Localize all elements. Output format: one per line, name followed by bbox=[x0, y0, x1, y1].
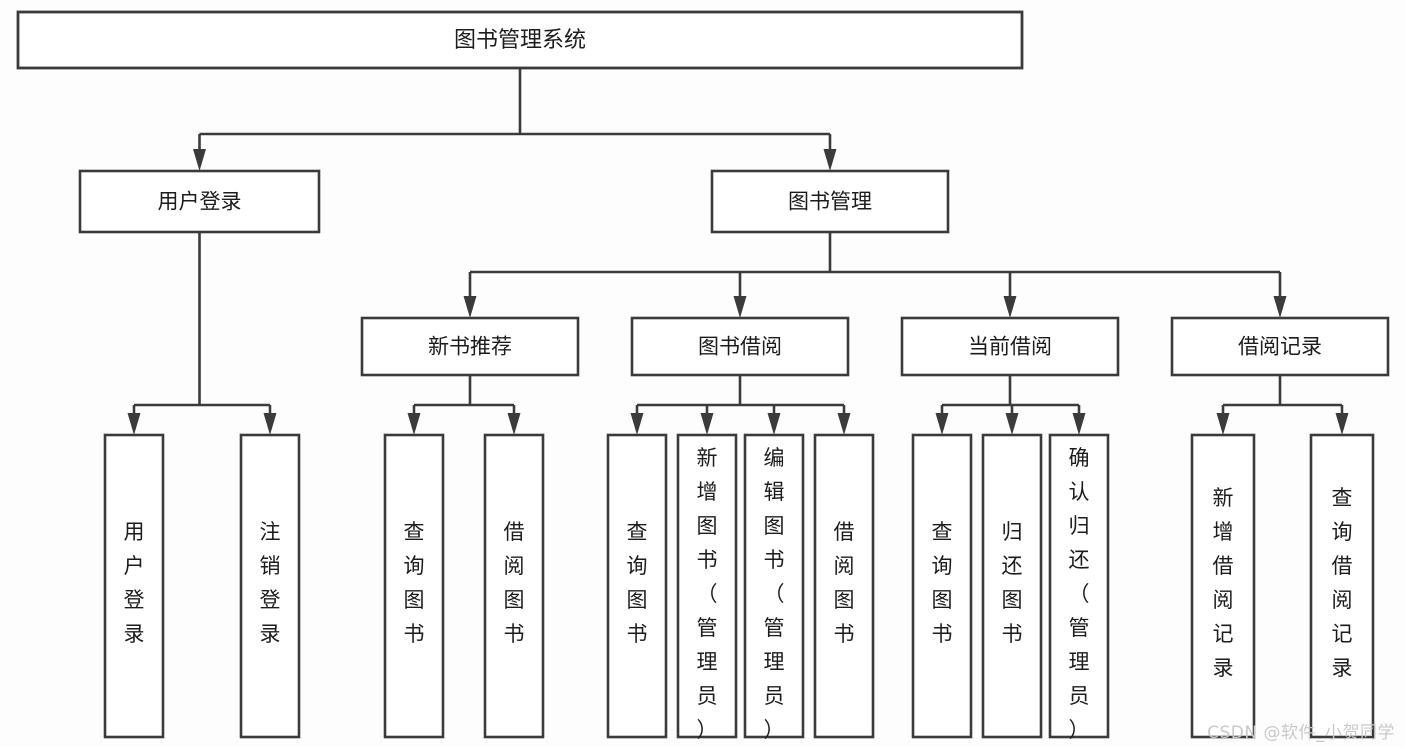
node-box[interactable] bbox=[606, 433, 668, 739]
node-label-vertical: 新增图书（管理员） bbox=[697, 446, 718, 742]
node-label-vertical: 借阅图书 bbox=[834, 520, 855, 646]
node-leaf-return-book[interactable]: 归还图书 bbox=[981, 433, 1043, 739]
node-box[interactable] bbox=[1190, 433, 1256, 739]
node-label-vertical: 查询借阅记录 bbox=[1332, 486, 1353, 680]
node-leaf-query-record[interactable]: 查询借阅记录 bbox=[1309, 433, 1375, 739]
node-box[interactable] bbox=[900, 316, 1120, 377]
node-book-borrow[interactable]: 图书借阅 bbox=[630, 316, 850, 377]
arrow-head-icon bbox=[1005, 413, 1019, 435]
arrow-head-icon bbox=[837, 413, 851, 435]
node-label-vertical: 查询图书 bbox=[627, 520, 648, 646]
node-label: 当前借阅 bbox=[968, 335, 1052, 359]
node-leaf-confirm-return[interactable]: 确认归还（管理员） bbox=[1048, 433, 1110, 742]
arrow-head-icon bbox=[1273, 296, 1287, 318]
arrow-head-icon bbox=[1216, 413, 1230, 435]
node-label: 图书管理系统 bbox=[454, 28, 586, 53]
node-leaf-query-book-rec[interactable]: 查询图书 bbox=[383, 433, 445, 739]
node-leaf-add-book[interactable]: 新增图书（管理员） bbox=[676, 433, 738, 742]
node-box[interactable] bbox=[710, 169, 950, 234]
node-box[interactable] bbox=[483, 433, 545, 739]
node-box[interactable] bbox=[676, 433, 738, 739]
node-box[interactable] bbox=[911, 433, 973, 739]
node-new-book-rec[interactable]: 新书推荐 bbox=[360, 316, 580, 377]
connector-lines-group bbox=[127, 68, 1349, 435]
arrow-head-icon bbox=[263, 413, 277, 435]
node-label-vertical: 借阅图书 bbox=[504, 520, 525, 646]
node-box[interactable] bbox=[239, 433, 301, 739]
node-boxes-group: 图书管理系统用户登录图书管理新书推荐图书借阅当前借阅借阅记录用户登录注销登录查询… bbox=[16, 10, 1390, 742]
node-label-vertical: 归还图书 bbox=[1002, 520, 1023, 646]
node-box[interactable] bbox=[360, 316, 580, 377]
node-current-borrow[interactable]: 当前借阅 bbox=[900, 316, 1120, 377]
arrow-head-icon bbox=[733, 296, 747, 318]
node-root[interactable]: 图书管理系统 bbox=[16, 10, 1024, 70]
arrow-head-icon bbox=[507, 413, 521, 435]
node-leaf-user-logout[interactable]: 注销登录 bbox=[239, 433, 301, 739]
node-box[interactable] bbox=[383, 433, 445, 739]
node-label-vertical: 查询图书 bbox=[404, 520, 425, 646]
arrow-head-icon bbox=[1072, 413, 1086, 435]
arrow-head-icon bbox=[935, 413, 949, 435]
node-label-vertical: 新增借阅记录 bbox=[1213, 486, 1234, 680]
node-leaf-add-record[interactable]: 新增借阅记录 bbox=[1190, 433, 1256, 739]
node-borrow-record[interactable]: 借阅记录 bbox=[1170, 316, 1390, 377]
arrow-head-icon bbox=[407, 413, 421, 435]
node-label-vertical: 确认归还（管理员） bbox=[1069, 446, 1090, 742]
node-box[interactable] bbox=[630, 316, 850, 377]
csdn-watermark: CSDN @软件_小贺同学 bbox=[1207, 723, 1395, 743]
node-box[interactable] bbox=[1309, 433, 1375, 739]
node-book-manage[interactable]: 图书管理 bbox=[710, 169, 950, 234]
node-label-vertical: 注销登录 bbox=[260, 520, 281, 646]
node-label: 借阅记录 bbox=[1238, 335, 1322, 359]
node-label-vertical: 编辑图书（管理员） bbox=[764, 446, 785, 742]
node-label: 图书借阅 bbox=[698, 335, 782, 359]
node-leaf-borrow-book-br[interactable]: 借阅图书 bbox=[813, 433, 875, 739]
node-user-login[interactable]: 用户登录 bbox=[78, 169, 321, 234]
node-label: 用户登录 bbox=[158, 190, 242, 214]
node-label-vertical: 查询图书 bbox=[932, 520, 953, 646]
node-box[interactable] bbox=[743, 433, 805, 739]
arrow-head-icon bbox=[193, 149, 206, 171]
node-leaf-borrow-book-rec[interactable]: 借阅图书 bbox=[483, 433, 545, 739]
node-label-vertical: 用户登录 bbox=[124, 520, 145, 646]
node-label: 新书推荐 bbox=[428, 335, 512, 359]
node-label: 图书管理 bbox=[788, 190, 872, 214]
arrow-head-icon bbox=[1335, 413, 1349, 435]
node-box[interactable] bbox=[78, 169, 321, 234]
arrow-head-icon bbox=[767, 413, 781, 435]
node-leaf-user-login[interactable]: 用户登录 bbox=[103, 433, 165, 739]
node-box[interactable] bbox=[16, 10, 1024, 70]
arrow-head-icon bbox=[127, 413, 141, 435]
arrow-head-icon bbox=[463, 296, 477, 318]
node-box[interactable] bbox=[1048, 433, 1110, 739]
arrow-head-icon bbox=[630, 413, 644, 435]
node-leaf-query-book-cb[interactable]: 查询图书 bbox=[911, 433, 973, 739]
arrow-head-icon bbox=[700, 413, 714, 435]
node-box[interactable] bbox=[981, 433, 1043, 739]
node-leaf-query-book-br[interactable]: 查询图书 bbox=[606, 433, 668, 739]
node-box[interactable] bbox=[813, 433, 875, 739]
arrow-head-icon bbox=[823, 149, 837, 171]
node-box[interactable] bbox=[103, 433, 165, 739]
node-leaf-edit-book[interactable]: 编辑图书（管理员） bbox=[743, 433, 805, 742]
arrow-head-icon bbox=[1003, 296, 1017, 318]
node-box[interactable] bbox=[1170, 316, 1390, 377]
